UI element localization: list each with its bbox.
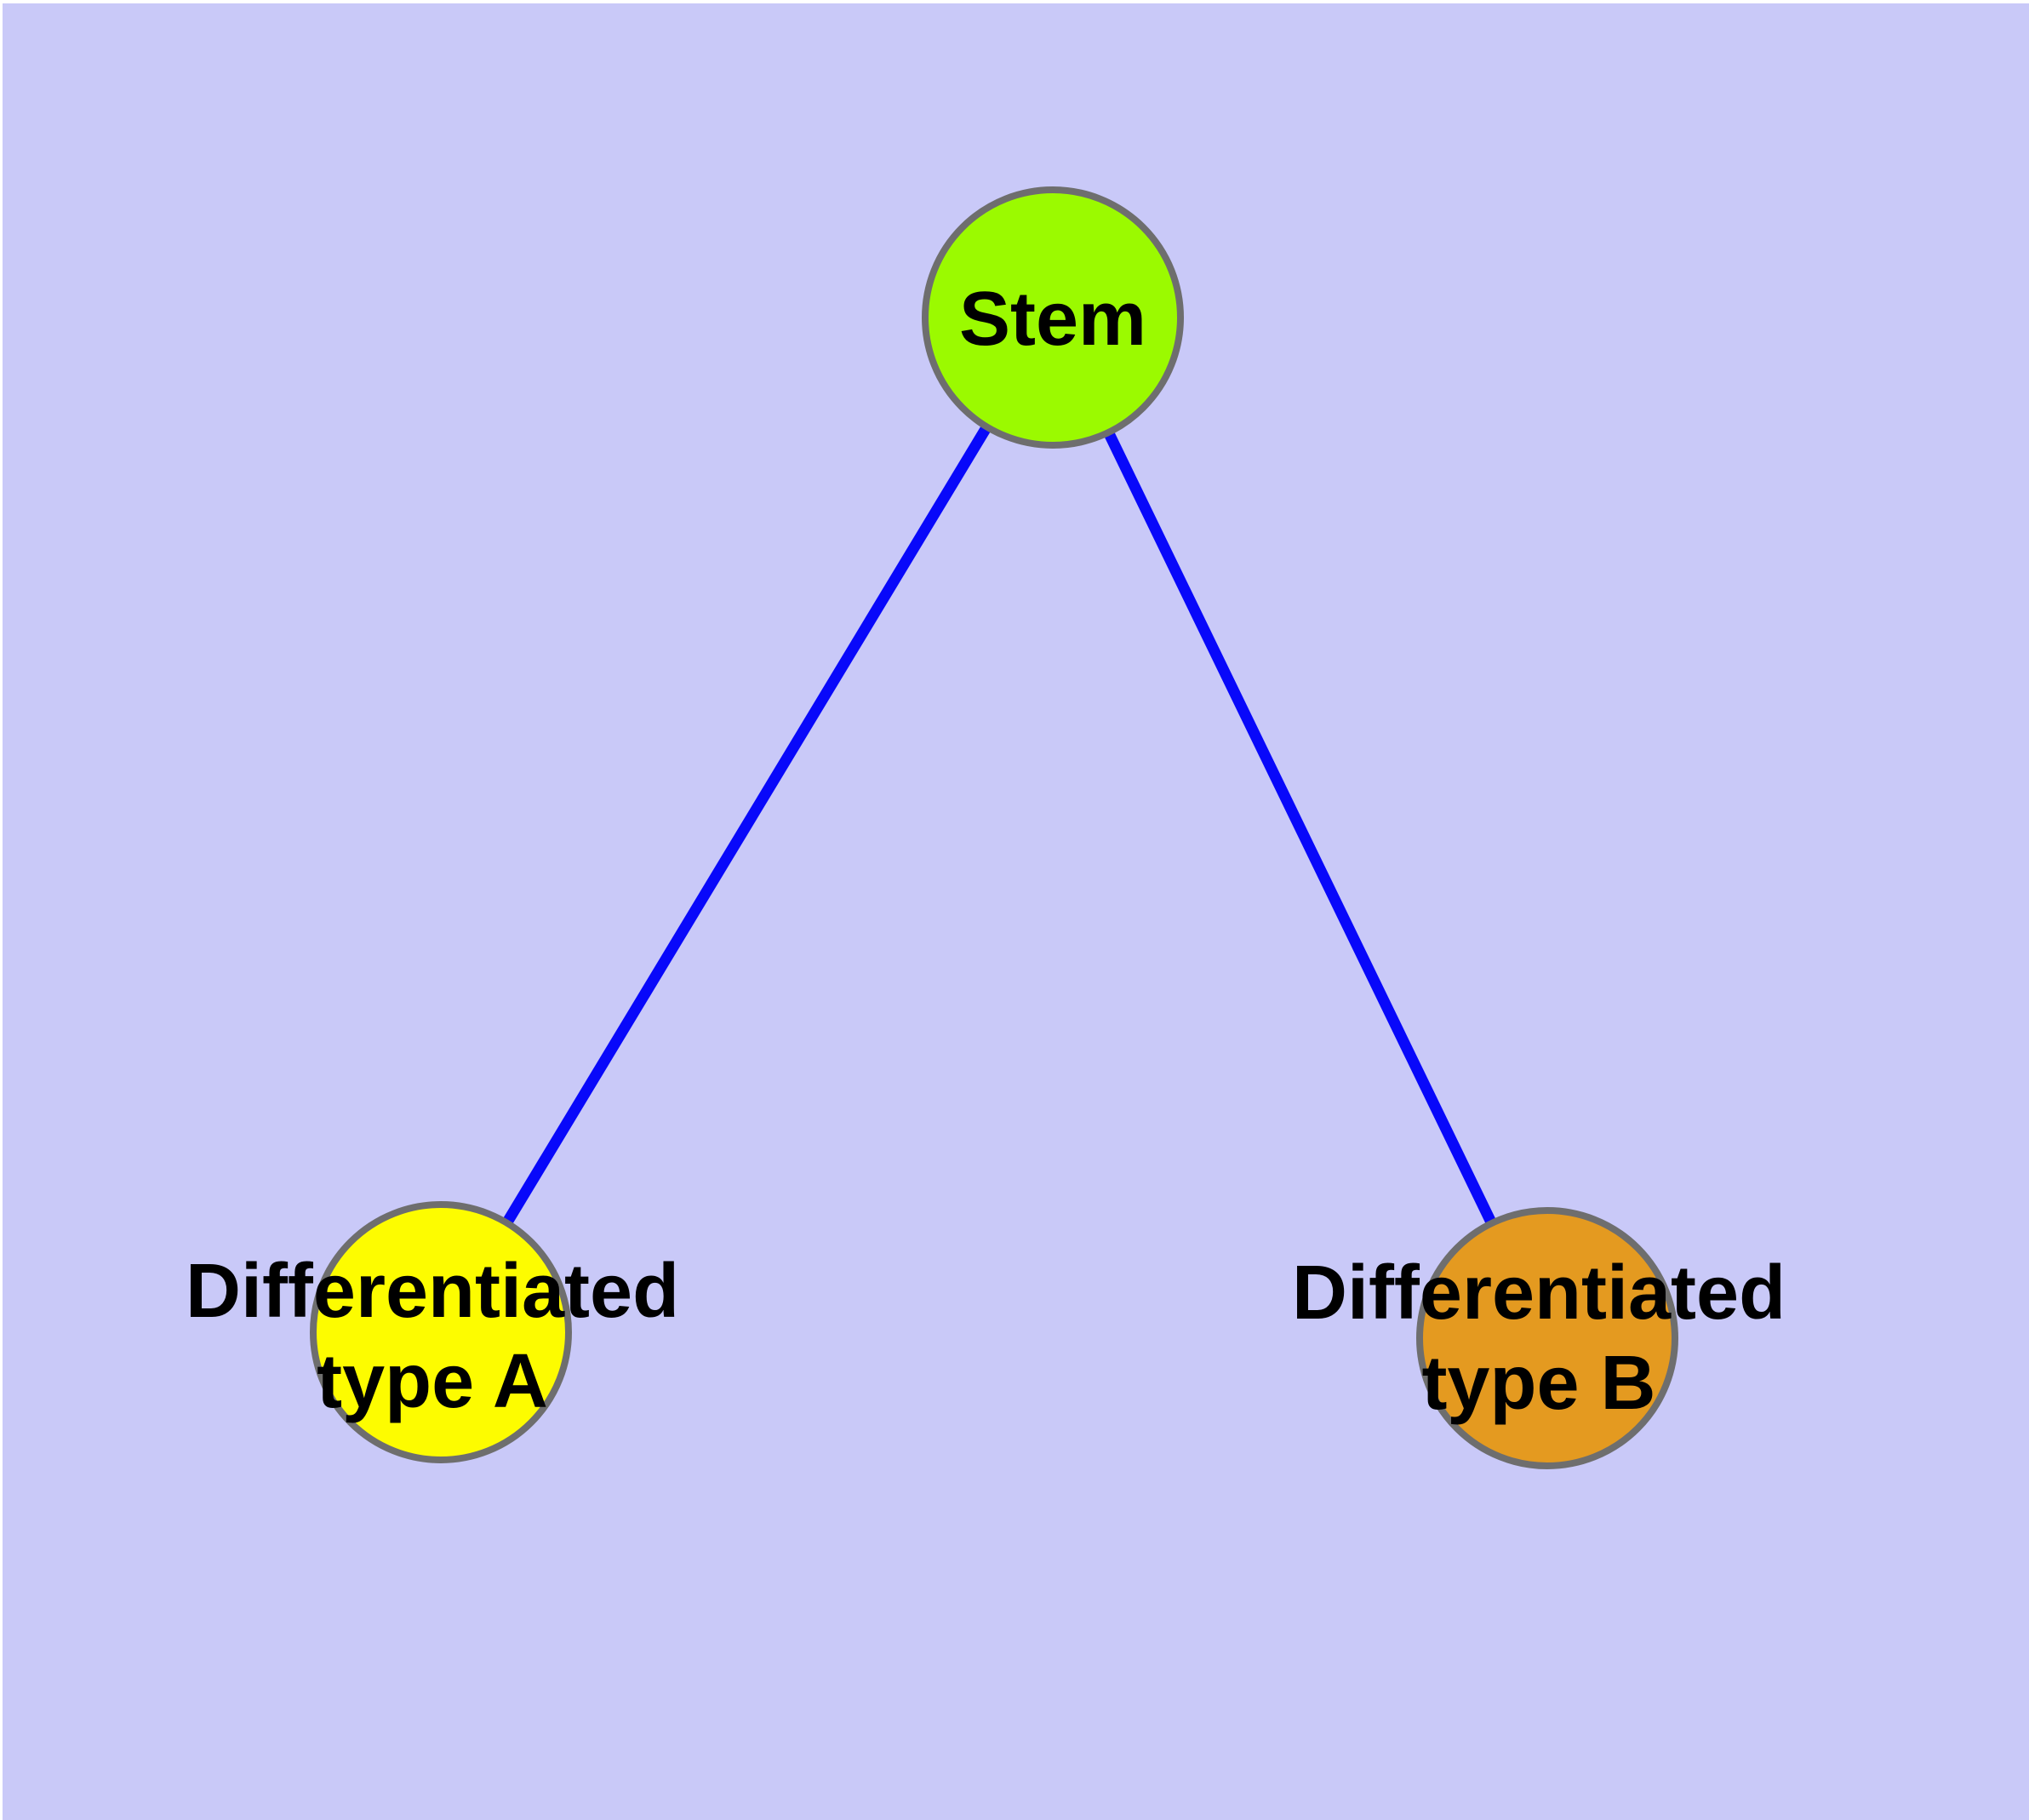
node-differentiated-type-b-label-line1: Differentiated	[1291, 1251, 1786, 1336]
node-differentiated-type-a-label-line1: Differentiated	[185, 1249, 680, 1334]
node-stem	[922, 186, 1184, 449]
node-stem-label-line1: Stem	[958, 277, 1147, 362]
node-differentiated-type-a	[310, 1201, 572, 1463]
node-stem-label: Stem	[959, 274, 1146, 364]
node-differentiated-type-a-label-line2: type A	[317, 1339, 548, 1424]
node-differentiated-type-b-label-line2: type B	[1421, 1341, 1656, 1426]
edge-stem-to-type-b	[1048, 315, 1552, 1341]
node-differentiated-type-a-label: Differentiated type A	[186, 1246, 679, 1427]
edge-stem-to-type-a	[436, 314, 1058, 1336]
node-differentiated-type-b-label: Differentiated type B	[1292, 1248, 1786, 1428]
node-differentiated-type-b	[1416, 1207, 1678, 1469]
